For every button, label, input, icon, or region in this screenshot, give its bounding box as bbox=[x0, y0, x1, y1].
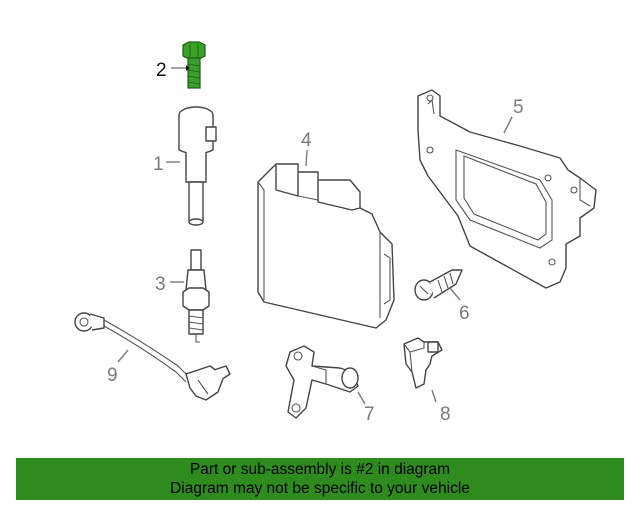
callout-3: 3 bbox=[155, 274, 166, 295]
banner-line-1: Part or sub-assembly is #2 in diagram bbox=[189, 461, 451, 478]
banner-line-2: Diagram may not be specific to your vehi… bbox=[170, 480, 470, 497]
part-1-ignition-coil[interactable] bbox=[178, 106, 217, 226]
part-7-cam-sensor[interactable] bbox=[285, 345, 359, 419]
callout-6: 6 bbox=[459, 303, 470, 324]
leader-4 bbox=[305, 149, 308, 167]
part-8-crank-sensor[interactable] bbox=[403, 337, 443, 389]
callout-8: 8 bbox=[440, 404, 451, 425]
callout-7: 7 bbox=[364, 404, 375, 425]
part-3-spark-plug[interactable] bbox=[182, 249, 210, 343]
leader-9 bbox=[117, 349, 129, 363]
leader-5 bbox=[503, 116, 513, 134]
part-5-bracket[interactable] bbox=[417, 89, 597, 289]
part-4-ecu[interactable] bbox=[257, 163, 395, 329]
callout-4: 4 bbox=[301, 130, 312, 151]
callout-1: 1 bbox=[153, 154, 164, 175]
leader-8 bbox=[431, 389, 437, 403]
leader-6 bbox=[449, 287, 461, 301]
leader-2-arrow bbox=[186, 65, 190, 71]
callout-9: 9 bbox=[107, 365, 118, 386]
info-banner: Part or sub-assembly is #2 in diagram Di… bbox=[16, 458, 624, 500]
part-6-screw[interactable] bbox=[414, 269, 463, 301]
part-2-bolt[interactable] bbox=[182, 41, 206, 89]
callout-5: 5 bbox=[513, 97, 524, 118]
callout-2: 2 bbox=[156, 60, 167, 81]
parts-diagram: 1 2 3 4 5 6 7 8 9 bbox=[74, 41, 597, 425]
leader-7 bbox=[357, 391, 366, 405]
part-9-knock-sensor[interactable] bbox=[74, 312, 231, 401]
